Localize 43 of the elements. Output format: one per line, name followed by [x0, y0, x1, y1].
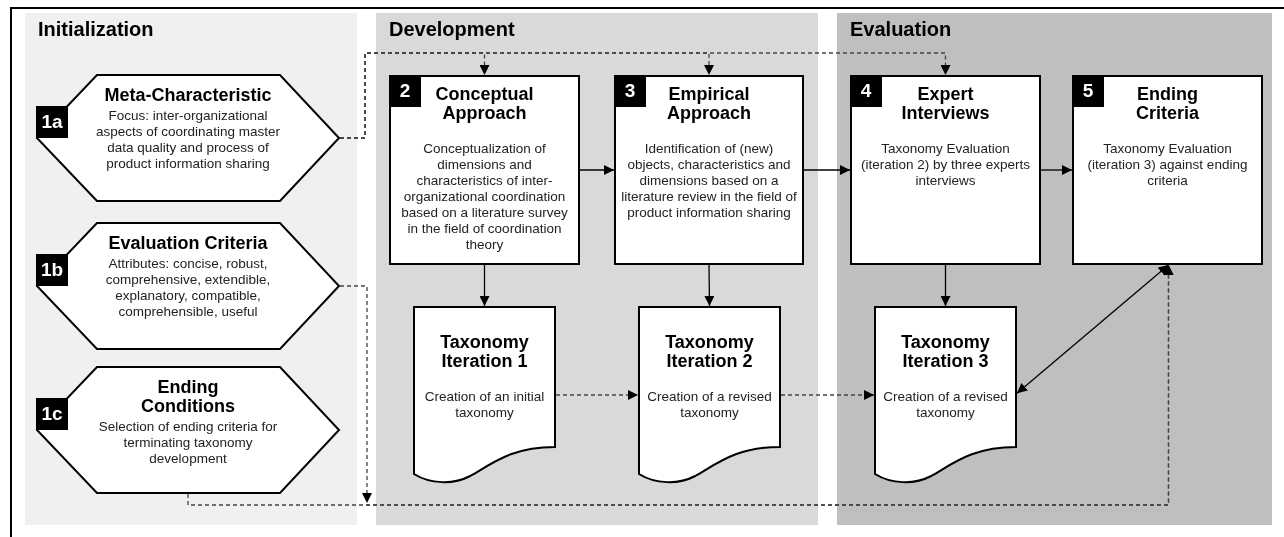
- document-shape: [413, 306, 556, 484]
- step-description: Taxonomy Evaluation (iteration 3) against ending criteria: [1086, 141, 1249, 189]
- step-number: 3: [614, 75, 646, 107]
- hexagon-step: [36, 74, 340, 202]
- document-title: Taxonomy Iteration 2: [664, 333, 755, 371]
- step-number: 1c: [36, 398, 68, 430]
- phase-band: [837, 13, 1272, 525]
- document-description: Creation of an initial taxonomy: [423, 389, 546, 421]
- step-title: Ending Conditions: [140, 378, 236, 416]
- step-number: 2: [389, 75, 421, 107]
- document-shape: [874, 306, 1017, 484]
- process-box: [389, 75, 580, 265]
- document-description: Creation of a revised taxonomy: [882, 389, 1009, 421]
- phase-title: Initialization: [38, 18, 154, 41]
- document-title: Taxonomy Iteration 1: [439, 333, 530, 371]
- hexagon-step: [36, 222, 340, 350]
- step-description: Taxonomy Evaluation (iteration 2) by three experts interviews: [860, 141, 1031, 189]
- step-number: 1a: [36, 106, 68, 138]
- document-shape: [638, 306, 781, 484]
- phase-title: Evaluation: [850, 18, 952, 41]
- phase-title: Development: [389, 18, 515, 41]
- step-description: Selection of ending criteria for terminating taxonomy development: [97, 419, 279, 467]
- document-title: Taxonomy Iteration 3: [900, 333, 991, 371]
- step-title: Meta-Characteristic: [103, 86, 273, 105]
- step-description: Attributes: concise, robust, comprehensive, extendible, explanatory, compatible, comprehensible, useful: [104, 256, 272, 320]
- process-box: [850, 75, 1041, 265]
- step-description: Conceptualization of dimensions and characteristics of inter-organizational coordination based on a literature survey in the field of coordination theory: [400, 141, 569, 253]
- step-number: 4: [850, 75, 882, 107]
- phase-band: [25, 13, 357, 525]
- document-description: Creation of a revised taxonomy: [646, 389, 773, 421]
- process-box: [1072, 75, 1263, 265]
- step-title: Conceptual Approach: [434, 85, 535, 123]
- step-title: Ending Criteria: [1135, 85, 1200, 123]
- phase-band: [376, 13, 818, 525]
- step-title: Evaluation Criteria: [107, 234, 269, 253]
- step-description: Identification of (new) objects, characteristics and dimensions based on a literature review in the field of product information sharing: [620, 141, 798, 221]
- process-box: [614, 75, 804, 265]
- step-title: Empirical Approach: [666, 85, 752, 123]
- step-number: 5: [1072, 75, 1104, 107]
- step-description: Focus: inter-organizational aspects of coordinating master data quality and process of product information sharing: [95, 108, 281, 172]
- step-title: Expert Interviews: [900, 85, 991, 123]
- step-number: 1b: [36, 254, 68, 286]
- hexagon-step: [36, 366, 340, 494]
